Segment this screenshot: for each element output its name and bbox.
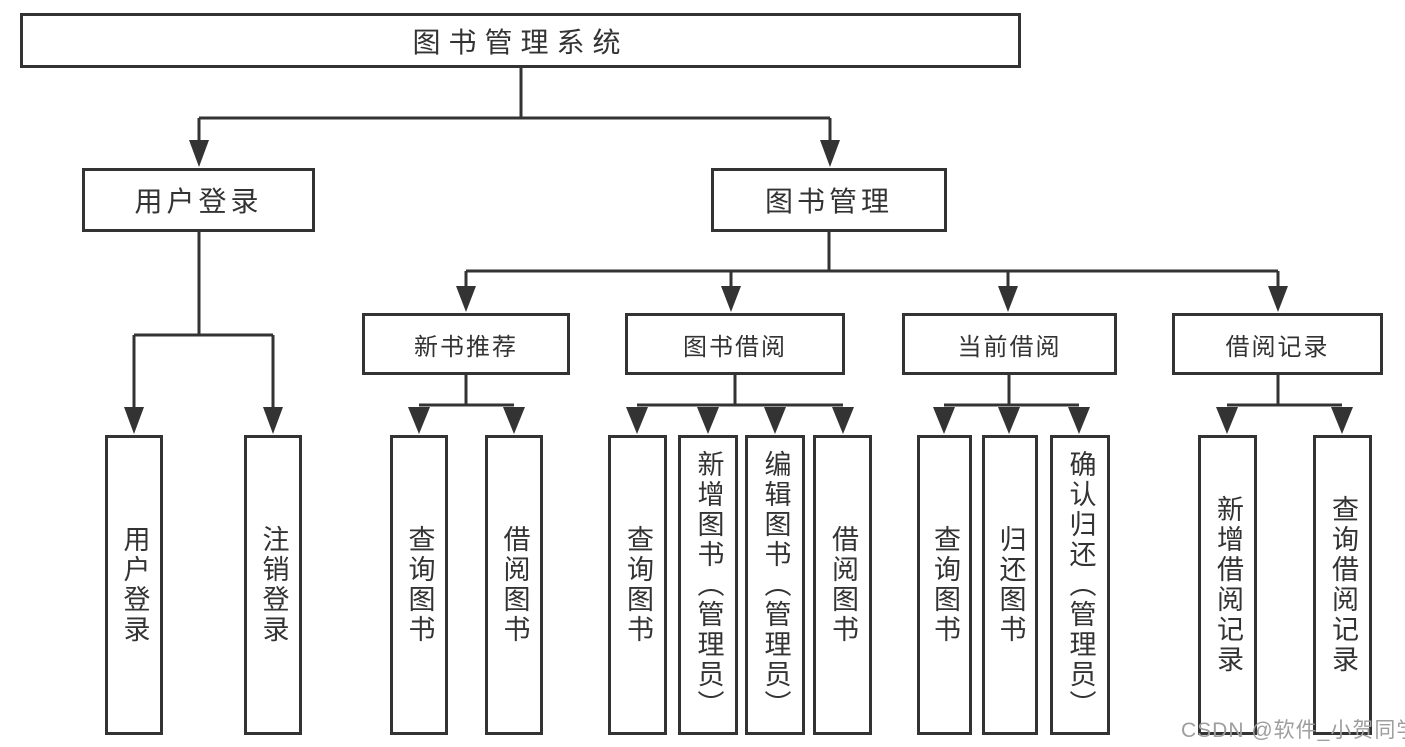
leaf-return-book-label: 归还图书	[995, 525, 1026, 645]
node-book-borrow: 图书借阅	[625, 313, 845, 375]
node-current-borrow-label: 当前借阅	[957, 333, 1062, 361]
node-library-system: 图书管理系统	[20, 13, 1021, 68]
node-library-system-label: 图书管理系统	[412, 26, 629, 58]
node-user-login-label: 用户登录	[134, 186, 263, 217]
leaf-add-borrow-record: 新增借阅记录	[1198, 435, 1257, 735]
arrowheads	[124, 140, 1353, 434]
leaf-borrow-book-1-label: 借阅图书	[499, 525, 530, 645]
leaf-query-book-2-label: 查询图书	[623, 525, 653, 645]
node-book-management: 图书管理	[711, 168, 947, 232]
watermark: CSDN @软件_小贺同学	[1181, 719, 1405, 742]
node-new-book-recommend: 新书推荐	[362, 313, 570, 375]
leaf-return-book: 归还图书	[982, 435, 1038, 735]
leaf-confirm-return-admin-label: 确认归还（管理员）	[1065, 450, 1096, 720]
leaf-borrow-book-2-label: 借阅图书	[828, 525, 858, 645]
leaf-add-book-admin: 新增图书（管理员）	[678, 435, 738, 735]
leaf-logout-label: 注销登录	[258, 525, 289, 645]
leaf-add-borrow-record-label: 新增借阅记录	[1213, 495, 1243, 675]
leaf-query-book-3: 查询图书	[917, 435, 972, 735]
leaf-add-book-admin-label: 新增图书（管理员）	[693, 450, 724, 720]
node-book-borrow-label: 图书借阅	[683, 333, 787, 361]
leaf-query-book-1-label: 查询图书	[404, 525, 435, 645]
leaf-edit-book-admin: 编辑图书（管理员）	[745, 435, 805, 735]
node-user-login: 用户登录	[82, 168, 315, 232]
leaf-user-login: 用户登录	[105, 435, 163, 735]
node-new-book-recommend-label: 新书推荐	[414, 333, 518, 361]
node-current-borrow: 当前借阅	[902, 313, 1117, 375]
leaf-logout: 注销登录	[244, 435, 302, 735]
leaf-confirm-return-admin: 确认归还（管理员）	[1050, 435, 1110, 735]
leaf-borrow-book-1: 借阅图书	[485, 435, 543, 735]
connector-segments	[132, 68, 1342, 410]
leaf-query-borrow-record: 查询借阅记录	[1313, 435, 1372, 735]
leaf-query-book-1: 查询图书	[390, 435, 448, 735]
leaf-query-book-3-label: 查询图书	[930, 525, 960, 645]
node-borrow-record: 借阅记录	[1172, 313, 1383, 375]
leaf-edit-book-admin-label: 编辑图书（管理员）	[760, 450, 791, 720]
leaf-user-login-label: 用户登录	[119, 525, 150, 645]
node-book-management-label: 图书管理	[764, 186, 893, 217]
leaf-query-borrow-record-label: 查询借阅记录	[1328, 495, 1358, 675]
leaf-query-book-2: 查询图书	[608, 435, 667, 735]
node-borrow-record-label: 借阅记录	[1225, 333, 1330, 361]
leaf-borrow-book-2: 借阅图书	[813, 435, 872, 735]
